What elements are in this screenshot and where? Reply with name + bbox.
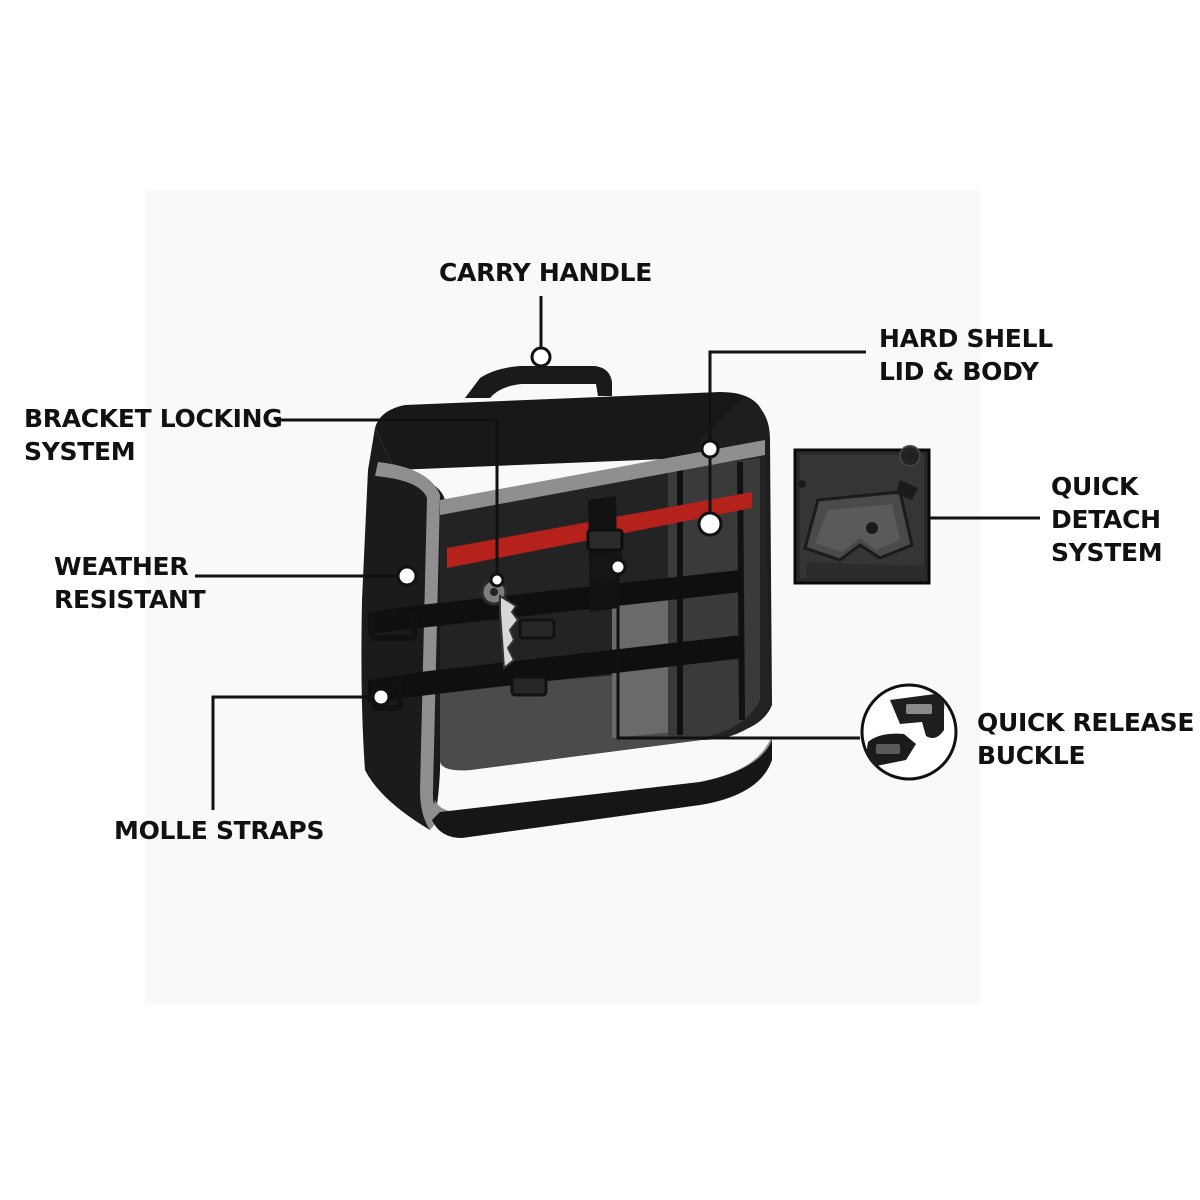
label-bracket-locking-line-2: SYSTEM: [24, 437, 136, 466]
leader-lines: [195, 296, 1040, 810]
label-quick-detach-line-3: SYSTEM: [1051, 538, 1163, 567]
marker-weather-resistant: [396, 565, 418, 587]
label-hard-shell-line-1: HARD SHELL: [879, 324, 1053, 353]
strap-buckle: [586, 528, 624, 552]
strap-loop-1: [369, 611, 417, 641]
marker-bracket-locking: [489, 572, 505, 588]
quick-detach-inset: [793, 445, 931, 585]
bag-lid: [375, 392, 765, 470]
label-hard-shell: HARD SHELL LID & BODY: [879, 322, 1053, 388]
quick-release-buckle-inset: [860, 683, 958, 781]
marker-quick-release: [609, 558, 627, 576]
label-quick-detach: QUICK DETACH SYSTEM: [1051, 470, 1163, 569]
label-carry-handle: CARRY HANDLE: [439, 256, 652, 289]
reflective-trim-left: [375, 462, 440, 830]
marker-hard-shell-a: [700, 439, 720, 459]
marker-carry-handle: [530, 346, 552, 368]
vertical-strap: [588, 496, 618, 612]
label-weather-resistant-line-2: RESISTANT: [54, 585, 206, 614]
label-quick-detach-line-1: QUICK: [1051, 472, 1139, 501]
leader-quick-release: [616, 575, 860, 740]
leader-molle-straps: [211, 695, 373, 810]
leader-bracket-locking: [275, 418, 499, 574]
label-molle-straps-line-1: MOLLE STRAPS: [114, 816, 325, 845]
label-quick-release-line-1: QUICK RELEASE: [977, 708, 1195, 737]
leader-hard-shell-a: [708, 350, 866, 440]
label-weather-resistant: WEATHER RESISTANT: [54, 550, 206, 616]
label-quick-release: QUICK RELEASE BUCKLE: [977, 706, 1194, 772]
molle-strap-upper: [368, 570, 742, 634]
label-carry-handle-line-1: CARRY HANDLE: [439, 258, 652, 287]
label-quick-detach-line-2: DETACH: [1051, 505, 1161, 534]
label-bracket-locking-line-1: BRACKET LOCKING: [24, 404, 283, 433]
marker-molle-straps: [371, 687, 391, 707]
carry-handle: [465, 366, 612, 398]
label-bracket-locking: BRACKET LOCKING SYSTEM: [24, 402, 283, 468]
strap-keeper-2: [518, 618, 556, 640]
strap-keeper: [510, 675, 548, 697]
bag-base: [432, 740, 772, 838]
label-quick-release-line-2: BUCKLE: [977, 741, 1086, 770]
label-weather-resistant-line-1: WEATHER: [54, 552, 189, 581]
reflective-trim-top: [440, 440, 765, 515]
front-panel-right-inner: [668, 458, 760, 740]
marker-hard-shell-b: [697, 511, 723, 537]
label-molle-straps: MOLLE STRAPS: [114, 814, 324, 847]
molle-strap-lower: [368, 635, 744, 702]
key: [499, 594, 520, 670]
label-hard-shell-line-2: LID & BODY: [879, 357, 1039, 386]
